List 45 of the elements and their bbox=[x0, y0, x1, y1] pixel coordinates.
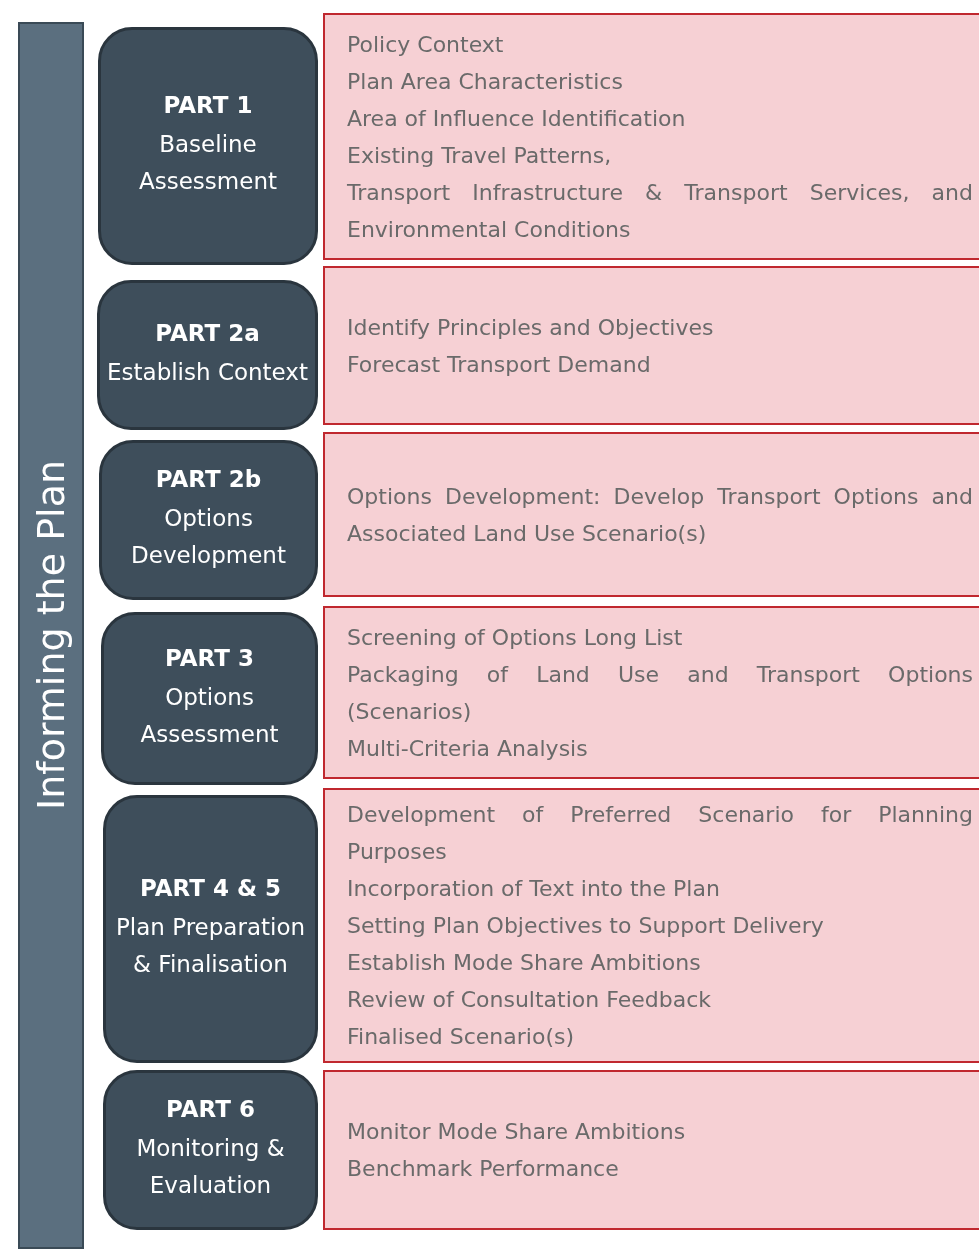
task-panel bbox=[323, 432, 979, 597]
stage-heading: PART 3 bbox=[165, 644, 254, 671]
vertical-band bbox=[18, 22, 84, 1249]
task-panel bbox=[323, 606, 979, 779]
task-panel bbox=[323, 266, 979, 425]
stage-name: Establish Context bbox=[107, 357, 308, 387]
task-item: Transport Infrastructure & Transport Services, and Environmental Conditions bbox=[347, 178, 973, 244]
task-item: Forecast Transport Demand bbox=[347, 350, 652, 379]
task-item: Plan Area Characteristics bbox=[347, 67, 624, 96]
task-item: Incorporation of Text into the Plan bbox=[347, 875, 721, 903]
stage-name: Options Assessment bbox=[139, 682, 280, 749]
task-item: Finalised Scenario(s) bbox=[347, 1023, 576, 1051]
band-title: Informing the Plan bbox=[29, 460, 73, 811]
task-item: Review of Consultation Feedback bbox=[347, 986, 712, 1014]
stage-name: Monitoring & Evaluation bbox=[135, 1134, 286, 1200]
stage-name: Options Development bbox=[130, 504, 287, 570]
stage-box bbox=[98, 27, 318, 265]
task-panel bbox=[323, 788, 979, 1063]
stage-box bbox=[101, 612, 318, 785]
stage-name: Baseline Assessment bbox=[138, 130, 278, 196]
task-panel bbox=[323, 1070, 979, 1230]
stage-heading: PART 2b bbox=[155, 466, 262, 492]
stage-heading: PART 2a bbox=[155, 319, 260, 346]
task-item: Benchmark Performance bbox=[347, 1155, 620, 1183]
task-item: Existing Travel Patterns, bbox=[347, 141, 613, 170]
task-item: Screening of Options Long List bbox=[347, 623, 684, 652]
task-item: Options Development: Develop Transport Options and Associated Land Use Scenario(s) bbox=[347, 482, 973, 548]
task-item: Policy Context bbox=[347, 30, 505, 59]
task-item: Area of Influence Identification bbox=[347, 104, 687, 133]
task-item: Multi-Criteria Analysis bbox=[347, 734, 589, 763]
task-item: Setting Plan Objectives to Support Delivery bbox=[347, 912, 825, 940]
stage-heading: PART 6 bbox=[166, 1096, 255, 1122]
stage-box bbox=[103, 1070, 318, 1230]
stage-box bbox=[99, 440, 318, 600]
task-item: Identify Principles and Objectives bbox=[347, 313, 715, 342]
task-item: Monitor Mode Share Ambitions bbox=[347, 1118, 687, 1146]
task-item: Packaging of Land Use and Transport Options (Scenarios) bbox=[347, 660, 973, 726]
stage-box bbox=[97, 280, 318, 430]
stage-name: Plan Preparation & Finalisation bbox=[114, 913, 307, 979]
task-item: Development of Preferred Scenario for Planning Purposes bbox=[347, 801, 973, 866]
stage-heading: PART 1 bbox=[163, 92, 253, 118]
task-panel bbox=[323, 13, 979, 260]
stage-box bbox=[103, 795, 318, 1063]
stage-heading: PART 4 & 5 bbox=[140, 875, 281, 901]
task-item: Establish Mode Share Ambitions bbox=[347, 949, 702, 977]
